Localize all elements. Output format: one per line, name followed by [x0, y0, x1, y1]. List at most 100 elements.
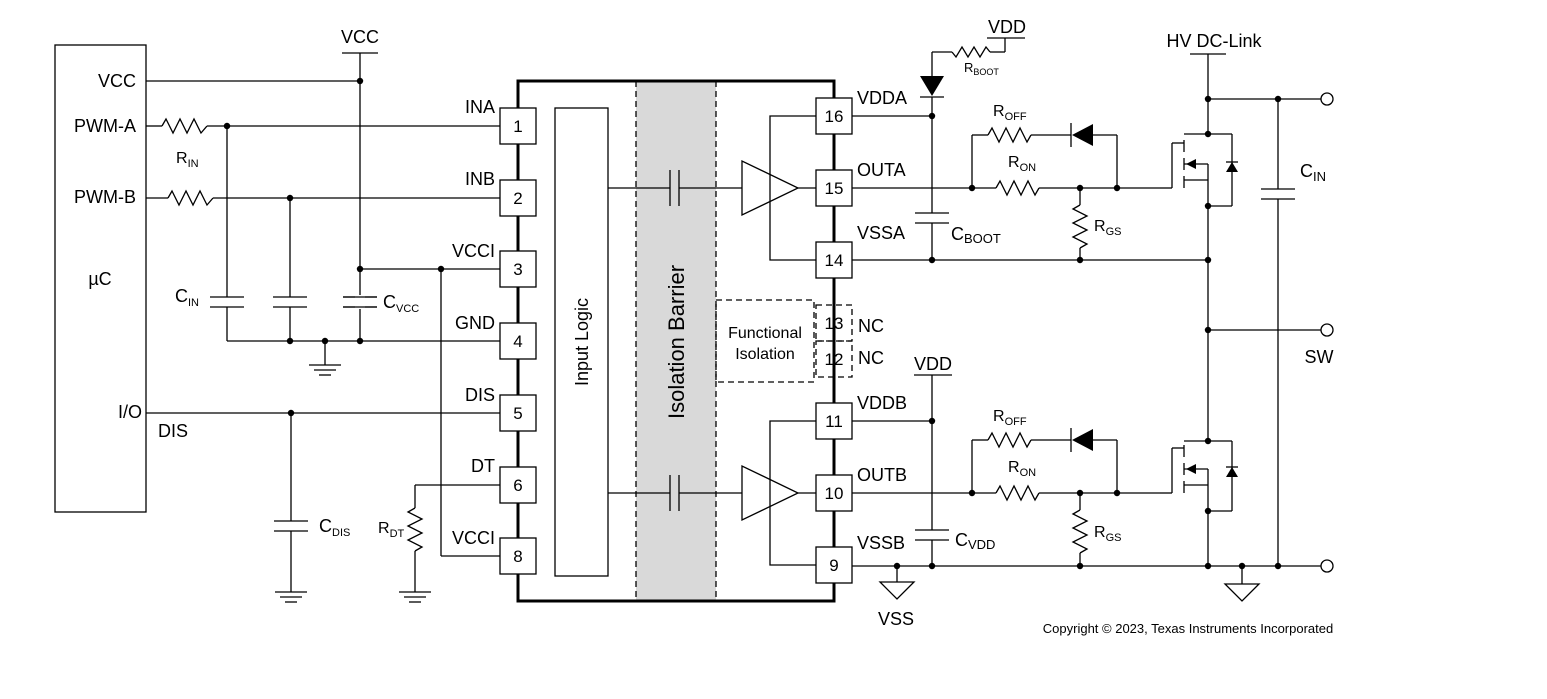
functional-isolation-line1: Functional [728, 325, 802, 342]
svg-text:GND: GND [455, 313, 495, 333]
svg-text:4: 4 [513, 332, 522, 351]
r-on-b-label: RON [1008, 459, 1036, 479]
pin-3: 3 VCCI [452, 241, 537, 288]
vss-ground-symbol [878, 581, 916, 600]
svg-text:OUTB: OUTB [857, 465, 907, 485]
svg-text:INB: INB [465, 169, 495, 189]
microcontroller-block [54, 44, 147, 513]
svg-text:VCCI: VCCI [452, 528, 495, 548]
r-boot-resistor [951, 45, 991, 59]
input-logic-block [554, 107, 609, 577]
r-on-b-resistor [995, 484, 1040, 502]
mosfet-high-side [1160, 54, 1238, 441]
svg-text:NC: NC [858, 348, 884, 368]
pin-6: 6 DT [471, 456, 537, 504]
vdd-low-label: VDD [914, 354, 952, 374]
pin-1: 1 INA [465, 97, 537, 145]
svg-text:10: 10 [825, 484, 844, 503]
pin-16: 16 VDDA [815, 88, 907, 135]
uc-label: µC [88, 269, 111, 289]
svg-text:2: 2 [513, 189, 522, 208]
isolation-barrier-label: Isolation Barrier [664, 265, 689, 419]
pin-4: 4 GND [455, 313, 537, 360]
svg-text:11: 11 [825, 412, 843, 431]
svg-text:5: 5 [513, 404, 522, 423]
pin-10: 10 OUTB [815, 465, 907, 512]
uc-pin-io: I/O [118, 402, 142, 422]
svg-text:VCCI: VCCI [452, 241, 495, 261]
svg-text:6: 6 [513, 476, 522, 495]
ground-symbol-cdis [275, 591, 307, 603]
svg-text:8: 8 [513, 547, 522, 566]
r-dt-label: RDT [378, 520, 405, 540]
svg-text:16: 16 [825, 107, 844, 126]
c-vcc-label: CVCC [383, 292, 419, 315]
c-vdd-label: CVDD [955, 530, 995, 552]
svg-text:DIS: DIS [465, 385, 495, 405]
pin-13: 13 NC [815, 304, 884, 342]
r-boot-label: RBOOT [964, 60, 999, 77]
svg-text:1: 1 [513, 117, 522, 136]
r-in-label: RIN [176, 150, 199, 170]
svg-text:NC: NC [858, 316, 884, 336]
r-in-a-resistor [161, 117, 208, 135]
pin-14: 14 VSSA [815, 223, 905, 279]
input-logic-label: Input Logic [572, 298, 592, 386]
boot-diode [920, 76, 944, 96]
c-boot-label: CBOOT [951, 224, 1001, 246]
svg-text:VDDB: VDDB [857, 393, 907, 413]
svg-text:13: 13 [825, 314, 844, 333]
pin-9: 9 VSSB [815, 533, 905, 584]
c-in-right-label: CIN [1300, 161, 1326, 184]
r-dt-resistor [406, 507, 424, 552]
pin-2: 2 INB [465, 169, 537, 217]
copyright-text: Copyright © 2023, Texas Instruments Inco… [1043, 621, 1333, 636]
c-in-left-label: CIN [175, 286, 199, 309]
r-off-b-resistor [987, 431, 1032, 449]
r-off-a-diode [1072, 124, 1093, 146]
isolation-barrier-region [636, 81, 716, 601]
uc-pin-pwm-b: PWM-B [74, 187, 136, 207]
pin-8: 8 VCCI [452, 528, 537, 575]
r-gs-a-label: RGS [1094, 218, 1121, 238]
svg-text:DT: DT [471, 456, 495, 476]
uc-pin-pwm-a: PWM-A [74, 116, 136, 136]
hv-dclink-label: HV DC-Link [1166, 31, 1262, 51]
vss-terminal [1320, 559, 1334, 573]
r-gs-b-resistor [1071, 509, 1089, 554]
mosfet-low-side [1160, 437, 1238, 566]
svg-text:VSSA: VSSA [857, 223, 905, 243]
vss-label: VSS [878, 609, 914, 629]
pin-5: 5 DIS [465, 385, 537, 432]
sw-label: SW [1305, 347, 1334, 367]
r-on-a-resistor [995, 179, 1040, 197]
hv-terminal [1320, 92, 1334, 106]
svg-text:VSSB: VSSB [857, 533, 905, 553]
uc-pin-vcc: VCC [98, 71, 136, 91]
vcc-rail-label: VCC [341, 27, 379, 47]
r-off-b-diode [1072, 429, 1093, 451]
svg-text:OUTA: OUTA [857, 160, 906, 180]
svg-text:14: 14 [825, 251, 844, 270]
r-gs-b-label: RGS [1094, 524, 1121, 544]
pin-15: 15 OUTA [815, 160, 906, 207]
r-off-a-resistor [987, 126, 1032, 144]
r-off-b-label: ROFF [993, 408, 1027, 428]
r-gs-a-resistor [1071, 204, 1089, 249]
r-off-a-label: ROFF [993, 103, 1027, 123]
pin-11: 11 VDDB [815, 393, 907, 440]
functional-isolation-line2: Isolation [735, 346, 795, 363]
svg-text:9: 9 [829, 556, 838, 575]
vdd-boot-label: VDD [988, 17, 1026, 37]
c-dis-label: CDIS [319, 516, 350, 539]
svg-text:15: 15 [825, 179, 844, 198]
pin-12: 12 NC [815, 340, 884, 378]
svg-text:12: 12 [825, 350, 844, 369]
ground-symbol-left [309, 364, 341, 376]
svg-text:INA: INA [465, 97, 495, 117]
r-on-a-label: RON [1008, 154, 1036, 174]
svg-text:VDDA: VDDA [857, 88, 907, 108]
sw-terminal [1320, 323, 1334, 337]
r-in-b-resistor [167, 189, 214, 207]
